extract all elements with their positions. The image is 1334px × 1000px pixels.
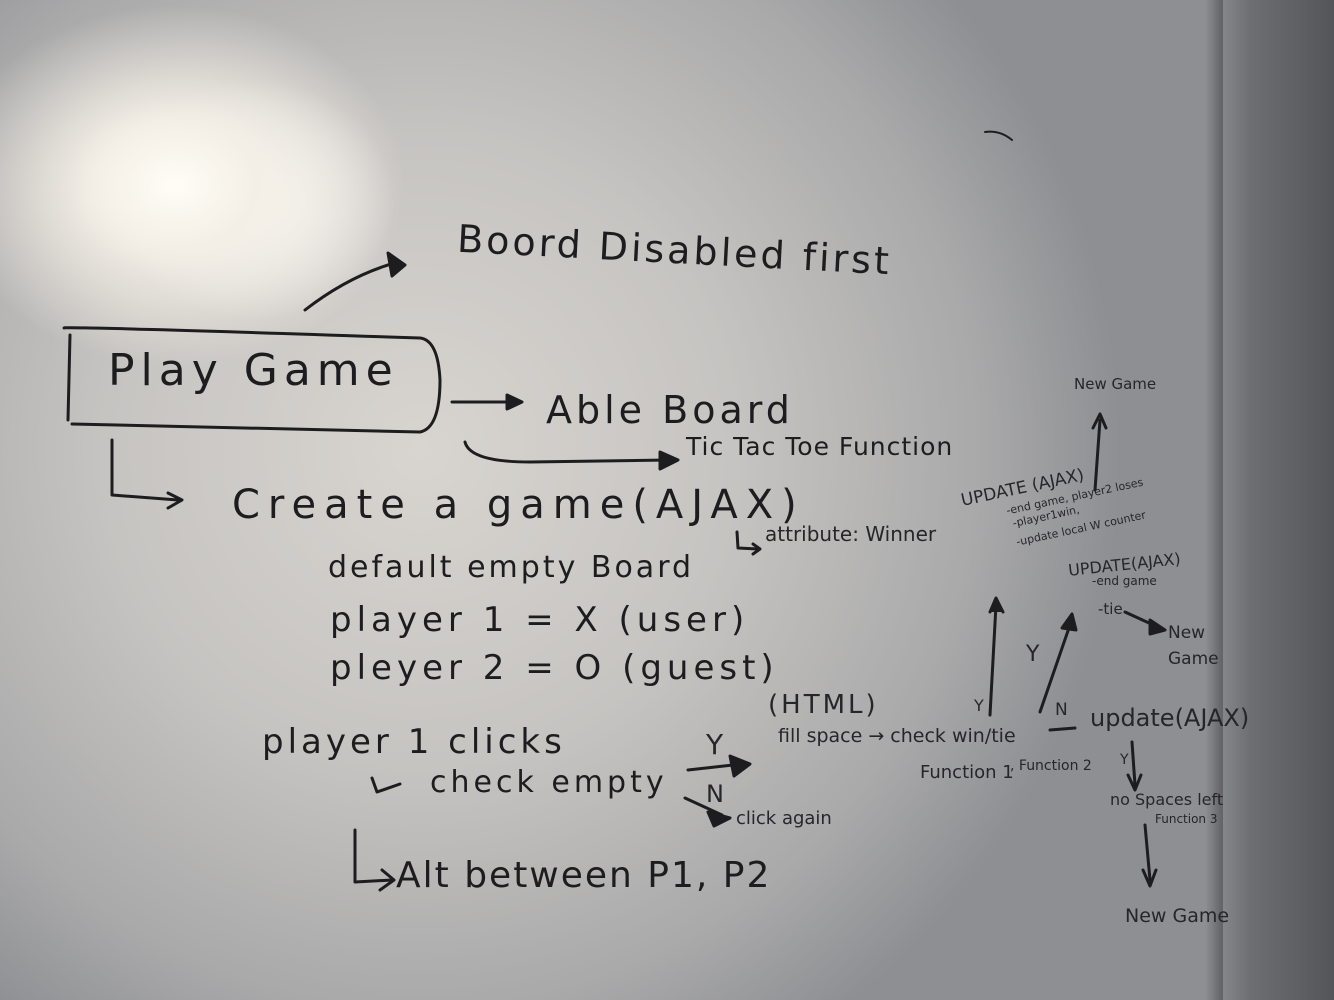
default-empty-board-label: default empty Board xyxy=(328,550,695,585)
arrow-up-win xyxy=(988,603,998,717)
arrow-to-tie-update xyxy=(1038,623,1072,714)
create-game-label: Create a game(AJAX) xyxy=(232,482,805,528)
function1-label: Function 1 xyxy=(920,762,1014,783)
new-game-top-label: New Game xyxy=(1074,375,1157,393)
arrowhead xyxy=(706,810,732,828)
arrow-alt-between xyxy=(353,828,394,884)
arrow-check-empty xyxy=(370,776,402,794)
click-again-label: click again xyxy=(736,808,832,829)
wall-edge xyxy=(1215,0,1334,1000)
arrow-to-attribute xyxy=(735,530,760,551)
new-game-right-label: New Game xyxy=(1168,623,1219,669)
player1-label: player 1 = X (user) xyxy=(330,600,750,640)
play-game-box xyxy=(62,326,442,434)
tie-label: -tie xyxy=(1098,600,1123,618)
arrow-new-game-top xyxy=(1093,418,1102,492)
y-small-label: Y xyxy=(1120,752,1129,768)
arrowhead xyxy=(728,754,752,778)
arrow-to-tictactoe xyxy=(463,440,670,464)
arrowhead xyxy=(386,251,407,278)
function2-label: , Function 2 xyxy=(1010,758,1092,774)
arrow-to-disabled xyxy=(303,260,400,312)
arrowhead xyxy=(166,491,184,510)
arrow-update-down xyxy=(1130,740,1137,787)
update-ajax-label: update(AJAX) xyxy=(1090,704,1250,732)
arrow-to-update xyxy=(1048,726,1077,732)
tictactoe-function-label: Tic Tac Toe Function xyxy=(686,432,954,461)
whiteboard-edge-shadow xyxy=(1205,0,1223,1000)
fill-check-label: fill space → check win/tie xyxy=(778,725,1016,747)
y-mid-label: Y xyxy=(1026,642,1040,667)
arrowhead xyxy=(658,450,680,471)
alt-between-label: Alt between P1, P2 xyxy=(396,855,772,896)
function3-label: Function 3 xyxy=(1155,812,1218,826)
arrow-to-create xyxy=(110,438,180,502)
new-game-bottom-label: New Game xyxy=(1125,905,1230,927)
arrow-no xyxy=(683,796,724,817)
player1-clicks-label: player 1 clicks xyxy=(262,722,566,762)
end-game-tie-label: -end game xyxy=(1092,574,1157,588)
attribute-winner-label: attribute: Winner xyxy=(765,522,937,546)
y-vert-label: Y xyxy=(974,696,984,715)
arrow-new-game-bottom xyxy=(1143,823,1152,882)
yes-label: Y xyxy=(706,728,724,761)
html-label: (HTML) xyxy=(768,690,879,720)
able-board-label: Able Board xyxy=(546,388,794,432)
check-empty-label: check empty xyxy=(430,765,668,800)
n-small-label: N xyxy=(1055,700,1068,720)
arrowhead xyxy=(505,393,524,411)
player2-label: pleyer 2 = O (guest) xyxy=(330,648,779,688)
stray-mark xyxy=(984,130,1013,141)
play-game-label: Play Game xyxy=(108,345,399,396)
no-label: N xyxy=(706,780,724,808)
no-spaces-left-label: no Spaces left xyxy=(1110,790,1224,809)
